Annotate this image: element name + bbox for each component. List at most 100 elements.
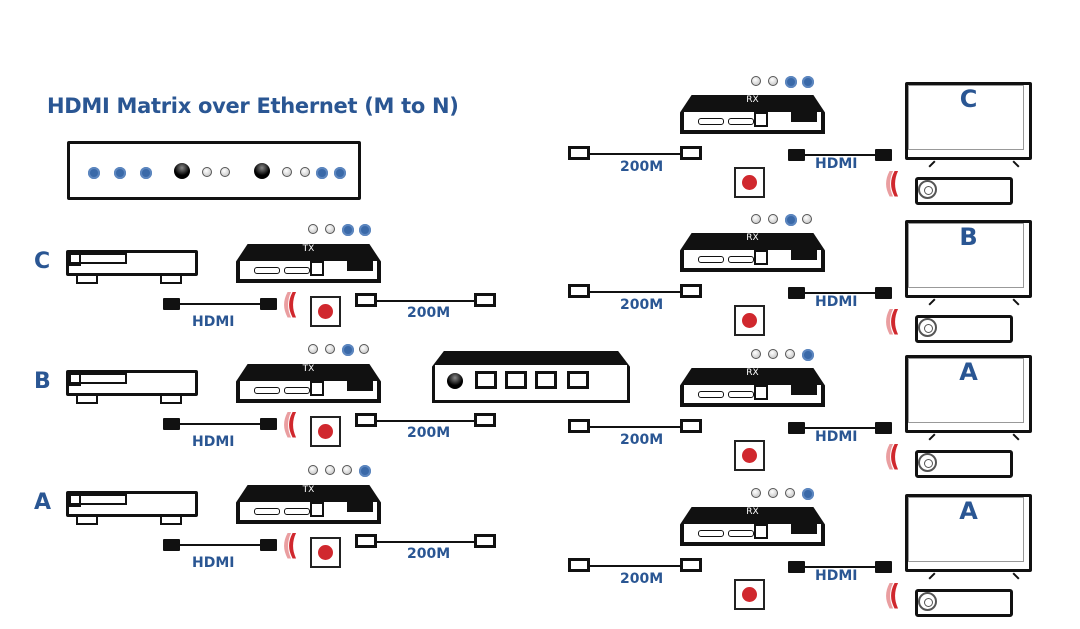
player-foot	[160, 276, 182, 284]
unit-label: RX	[746, 507, 759, 517]
power-button	[69, 373, 81, 386]
switch-port	[567, 371, 589, 389]
rx-unit: RX	[680, 95, 825, 134]
ir-signal-icon: ((	[282, 528, 298, 562]
tv-screen	[908, 358, 1024, 423]
tv-screen	[908, 223, 1024, 288]
hdmi-cable	[178, 544, 262, 546]
ir-signal-icon: ((	[884, 166, 900, 200]
hdmi-port	[728, 256, 754, 263]
usb-ports	[791, 250, 817, 260]
rj45-plug	[680, 284, 702, 298]
hdmi-port	[254, 267, 280, 274]
ethernet-cable	[375, 541, 476, 543]
hdmi-plug	[260, 418, 277, 430]
io-panel	[683, 249, 822, 269]
tv-stand	[928, 298, 936, 306]
tv-stand	[928, 433, 936, 441]
ir-signal-icon: ((	[884, 304, 900, 338]
player-foot	[76, 276, 98, 284]
rj45-plug	[680, 146, 702, 160]
tv-stand	[928, 572, 936, 580]
unit-label: RX	[746, 233, 759, 243]
hdmi-port	[284, 387, 310, 394]
ir-signal-icon: ((	[282, 287, 298, 321]
rj45-plug	[474, 413, 496, 427]
led-indicator	[325, 465, 335, 475]
rj45-plug	[355, 293, 377, 307]
usb-ports	[791, 112, 817, 122]
io-panel	[239, 501, 378, 521]
hdmi-cable-label: HDMI	[815, 156, 858, 172]
rj45-plug	[568, 558, 590, 572]
usb-ports	[347, 261, 373, 271]
ethernet-cable	[588, 565, 682, 567]
source-player	[66, 491, 198, 517]
display-tv: C	[905, 82, 1032, 160]
ethernet-port	[310, 502, 324, 517]
remote-dpad	[918, 453, 937, 472]
led-indicator	[325, 344, 335, 354]
io-panel	[683, 111, 822, 131]
player-foot	[76, 396, 98, 404]
ethernet-cable	[588, 291, 682, 293]
led-indicator	[325, 224, 335, 234]
ir-button	[734, 579, 765, 610]
display-label: A	[959, 497, 978, 525]
led-indicator	[300, 167, 310, 177]
unit-label: TX	[302, 244, 315, 254]
hdmi-port	[728, 118, 754, 125]
led-indicator	[220, 167, 230, 177]
hdmi-plug	[163, 539, 180, 551]
ethernet-port	[754, 112, 768, 127]
remote-control	[915, 450, 1013, 478]
ethernet-cable	[375, 420, 476, 422]
led-indicator	[785, 488, 795, 498]
hdmi-plug	[260, 539, 277, 551]
led-indicator	[785, 349, 795, 359]
ir-button	[734, 167, 765, 198]
led-indicator	[140, 167, 152, 179]
source-label: A	[34, 490, 52, 515]
hdmi-port	[284, 267, 310, 274]
display-tv: A	[905, 355, 1032, 433]
hdmi-cable-label: HDMI	[815, 294, 858, 310]
tx-unit: TX	[236, 485, 381, 524]
rj45-plug	[474, 534, 496, 548]
tv-stand	[928, 160, 936, 168]
hdmi-cable	[803, 154, 877, 156]
ethernet-port	[754, 385, 768, 400]
hdmi-port	[698, 391, 724, 398]
remote-control	[915, 589, 1013, 617]
led-indicator	[202, 167, 212, 177]
hdmi-plug	[875, 287, 892, 299]
hdmi-plug	[163, 418, 180, 430]
display-tv: A	[905, 494, 1032, 572]
hdmi-port	[728, 391, 754, 398]
source-label: C	[34, 249, 51, 274]
hdmi-port	[284, 508, 310, 515]
tx-unit: TX	[236, 244, 381, 283]
hdmi-plug	[163, 298, 180, 310]
ir-signal-icon: ((	[884, 439, 900, 473]
player-foot	[76, 517, 98, 525]
ir-button	[734, 305, 765, 336]
tx-unit: TX	[236, 364, 381, 403]
network-switch	[432, 351, 630, 403]
source-label: B	[34, 369, 51, 394]
led-indicator	[308, 465, 318, 475]
hdmi-plug	[875, 561, 892, 573]
hdmi-plug	[788, 561, 805, 573]
led-indicator	[316, 167, 328, 179]
hdmi-cable	[803, 292, 877, 294]
hdmi-plug	[875, 422, 892, 434]
remote-dpad	[918, 592, 937, 611]
rj45-plug	[568, 146, 590, 160]
source-player	[66, 370, 198, 396]
ir-button	[734, 440, 765, 471]
ethernet-cable-label: 200M	[407, 305, 451, 321]
hdmi-plug	[260, 298, 277, 310]
led-indicator	[768, 76, 778, 86]
ethernet-cable-label: 200M	[620, 159, 664, 175]
led-indicator	[342, 224, 354, 236]
